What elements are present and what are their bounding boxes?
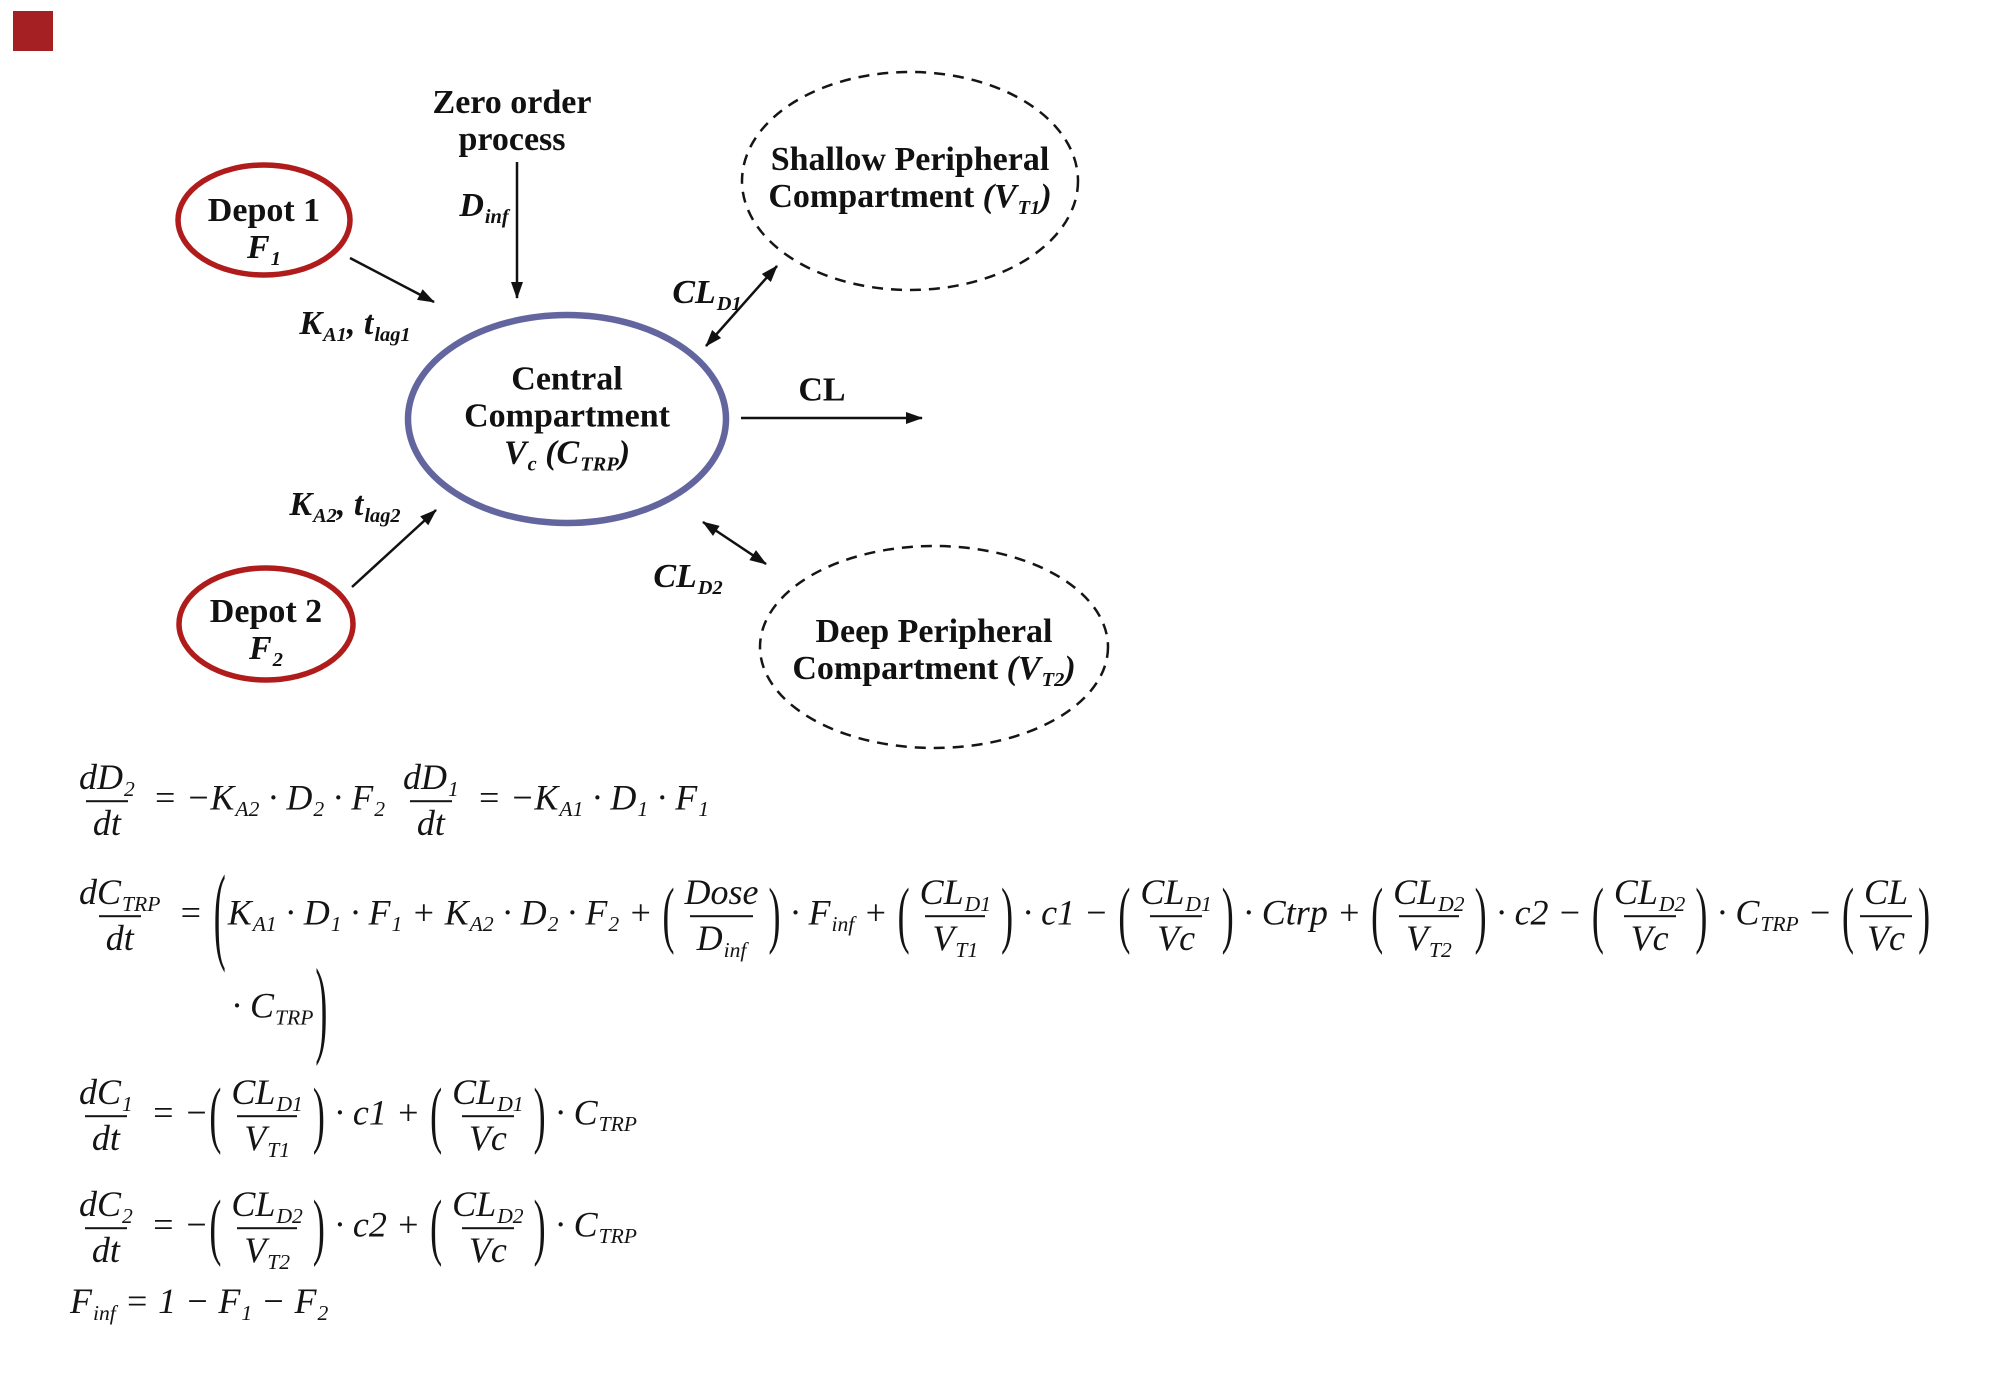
- arrow-depot1-to-central: [349, 256, 435, 304]
- ka1-tlag1-label: KA1, tlag1: [299, 305, 411, 346]
- cld2-label: CLD2: [653, 558, 723, 599]
- central-compartment-ellipse: [404, 311, 730, 527]
- depot-1-label: Depot 1 F1: [207, 192, 321, 270]
- shallow-peripheral-label: Shallow Peripheral Compartment (VT1): [768, 141, 1052, 219]
- arrow-central-shallow-bidirectional: [705, 265, 778, 347]
- cld1-label: CLD1: [672, 274, 742, 315]
- dinf-rate-label: Dinf: [459, 187, 509, 228]
- arrow-central-deep-bidirectional: [702, 520, 767, 566]
- central-compartment-label: Central Compartment Vc (CTRP): [464, 360, 670, 476]
- deep-peripheral-label: Deep Peripheral Compartment (VT2): [792, 613, 1076, 691]
- depot-1-ellipse: [175, 162, 353, 278]
- shallow-peripheral-ellipse: [740, 70, 1080, 292]
- depot-2-label: Depot 2 F2: [209, 593, 323, 671]
- depot-2-ellipse: [176, 565, 356, 683]
- ka2-tlag2-label: KA2, tlag2: [289, 486, 401, 527]
- corner-red-square: [13, 11, 53, 51]
- zero-order-process-label: Zero order process: [432, 84, 592, 158]
- equation-finf: Finf = 1 − F1 − F2: [70, 1281, 329, 1326]
- cl-label: CL: [798, 371, 846, 409]
- deep-peripheral-ellipse: [758, 544, 1110, 750]
- equation-central-ode-continuation: · CTRP): [232, 947, 328, 1068]
- arrow-depot2-to-central: [351, 509, 437, 588]
